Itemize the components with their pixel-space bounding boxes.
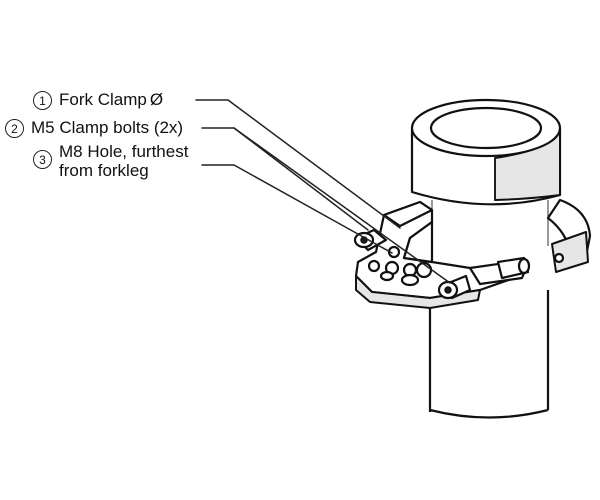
m5-clamp-bolt-front — [437, 274, 472, 300]
fork-crown-cylinder — [410, 98, 562, 206]
callout-label-1: Fork Clamp — [59, 90, 147, 109]
callout-label-3: M8 Hole, furthest from forkleg — [59, 142, 189, 180]
callout-label-2: M5 Clamp bolts (2x) — [31, 118, 184, 137]
rear-clamp-half — [546, 198, 592, 273]
fork-leg-tube — [428, 200, 550, 419]
callout-1: 1 Fork Clamp Ø — [33, 90, 163, 110]
leader-line-3 — [201, 164, 393, 254]
clamp-hole-small — [367, 259, 381, 273]
m5-clamp-bolt-rear — [496, 256, 531, 280]
callout-3: 3 M8 Hole, furthest from forkleg — [33, 142, 188, 180]
callout-number-1: 1 — [33, 91, 52, 110]
leader-line-1 — [195, 99, 401, 229]
leader-line-2b — [233, 127, 451, 284]
callout-2: 2 M5 Clamp bolts (2x) — [5, 118, 183, 138]
callout-number-2: 2 — [5, 119, 24, 138]
callout-number-3: 3 — [33, 150, 52, 169]
m5-clamp-bolt-left — [353, 228, 388, 252]
diameter-symbol: Ø — [149, 90, 164, 109]
